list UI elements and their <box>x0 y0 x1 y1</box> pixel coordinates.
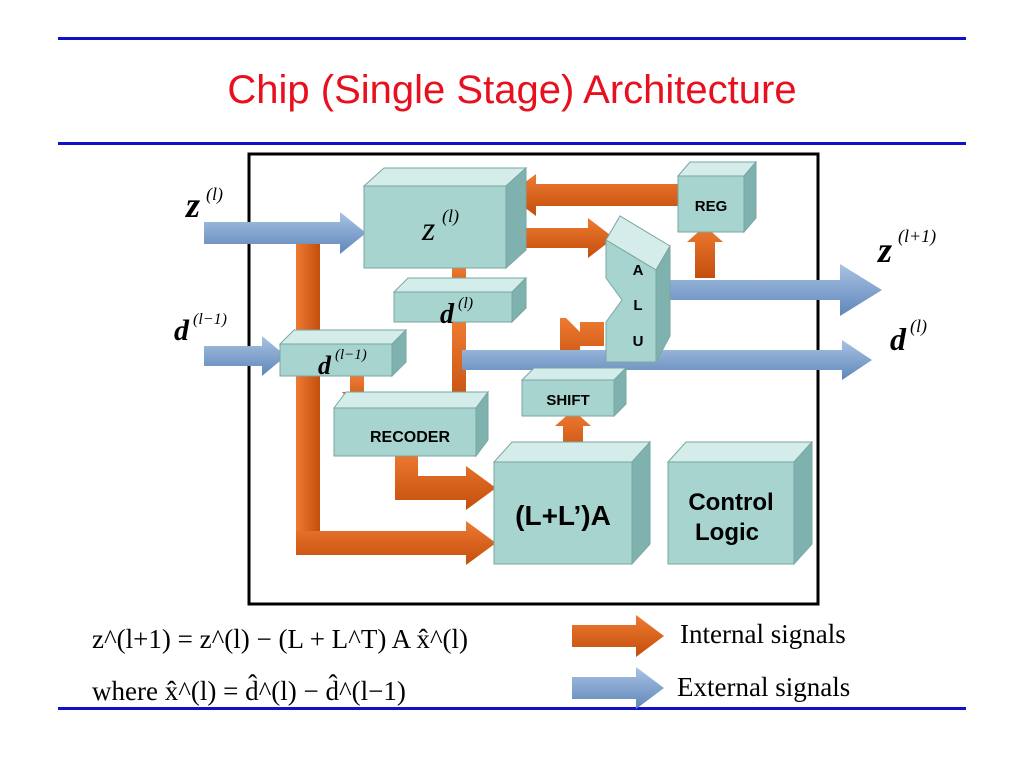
external-signal-legend-label: External signals <box>677 672 850 702</box>
svg-text:z: z <box>876 230 892 270</box>
d-output-label: d (l) <box>890 316 927 357</box>
svg-text:(l): (l) <box>910 316 927 337</box>
alu-label-u: U <box>633 333 644 350</box>
multiplier-block <box>492 440 652 566</box>
z-block-label: z (l) <box>421 206 459 248</box>
control-logic-block <box>666 440 814 566</box>
reg-to-z-arrow <box>508 174 678 216</box>
svg-text:(l): (l) <box>458 295 473 312</box>
svg-text:(l): (l) <box>206 184 223 205</box>
svg-text:(l−1): (l−1) <box>335 347 367 363</box>
reg-label: REG <box>695 198 728 215</box>
external-signal-legend-arrow <box>572 667 664 709</box>
recoder-label: RECODER <box>370 429 450 446</box>
alu-to-reg-arrow <box>687 226 723 278</box>
internal-signal-legend-arrow <box>572 615 664 657</box>
equation-line-2: where x̂^(l) = d̂^(l) − d̂^(l−1) <box>92 675 406 706</box>
d-prev-register-block <box>278 328 408 378</box>
svg-text:d: d <box>318 351 332 380</box>
svg-text:(l−1): (l−1) <box>193 311 227 328</box>
d-to-recoder-arrow <box>444 322 474 410</box>
slide-title: Chip (Single Stage) Architecture <box>227 68 797 112</box>
d-input-arrow <box>204 336 286 376</box>
chip-boundary <box>247 152 820 606</box>
z-tap-vertical <box>296 240 320 555</box>
top-rule <box>58 37 966 40</box>
d-output-arrow <box>462 340 872 380</box>
shift-label: SHIFT <box>546 392 589 409</box>
d-register-block <box>392 276 528 324</box>
multiplier-label: (L+L’)A <box>515 500 611 531</box>
alu-label-l: L <box>633 297 642 314</box>
alu-block <box>605 215 671 363</box>
z-input-arrow <box>204 212 366 254</box>
svg-text:(l+1): (l+1) <box>898 226 936 247</box>
internal-signal-legend-label: Internal signals <box>680 619 846 649</box>
shift-block <box>520 366 628 418</box>
svg-text:d: d <box>440 299 455 330</box>
control-label-line1: Control <box>688 489 773 516</box>
svg-text:z: z <box>184 185 200 225</box>
svg-text:d: d <box>174 314 190 347</box>
title-underline <box>58 142 966 145</box>
d-input-label: d (l−1) <box>174 311 227 347</box>
z-tap-to-mult-arrow <box>296 521 496 565</box>
reg-block <box>676 160 758 234</box>
recoder-block <box>333 390 489 458</box>
d-prev-block-label: d (l−1) <box>318 347 367 380</box>
control-label-line2: Logic <box>695 519 759 546</box>
d-block-label: d (l) <box>440 295 473 330</box>
z-register-block <box>362 166 528 270</box>
z-output-arrow <box>652 264 882 316</box>
recoder-to-mult-arrow <box>395 452 496 510</box>
z-output-label: z (l+1) <box>876 226 936 270</box>
svg-text:d: d <box>890 321 907 357</box>
alu-label-a: A <box>633 262 644 279</box>
internal-signal-paths <box>296 174 723 565</box>
bottom-rule <box>58 707 966 710</box>
svg-text:(l): (l) <box>442 206 459 227</box>
z-to-alu-arrow <box>510 218 614 258</box>
equation-line-1: z^(l+1) = z^(l) − (L + L^T) A x̂^(l) <box>92 624 468 654</box>
svg-text:z: z <box>421 211 435 248</box>
z-input-label: z (l) <box>184 184 223 225</box>
